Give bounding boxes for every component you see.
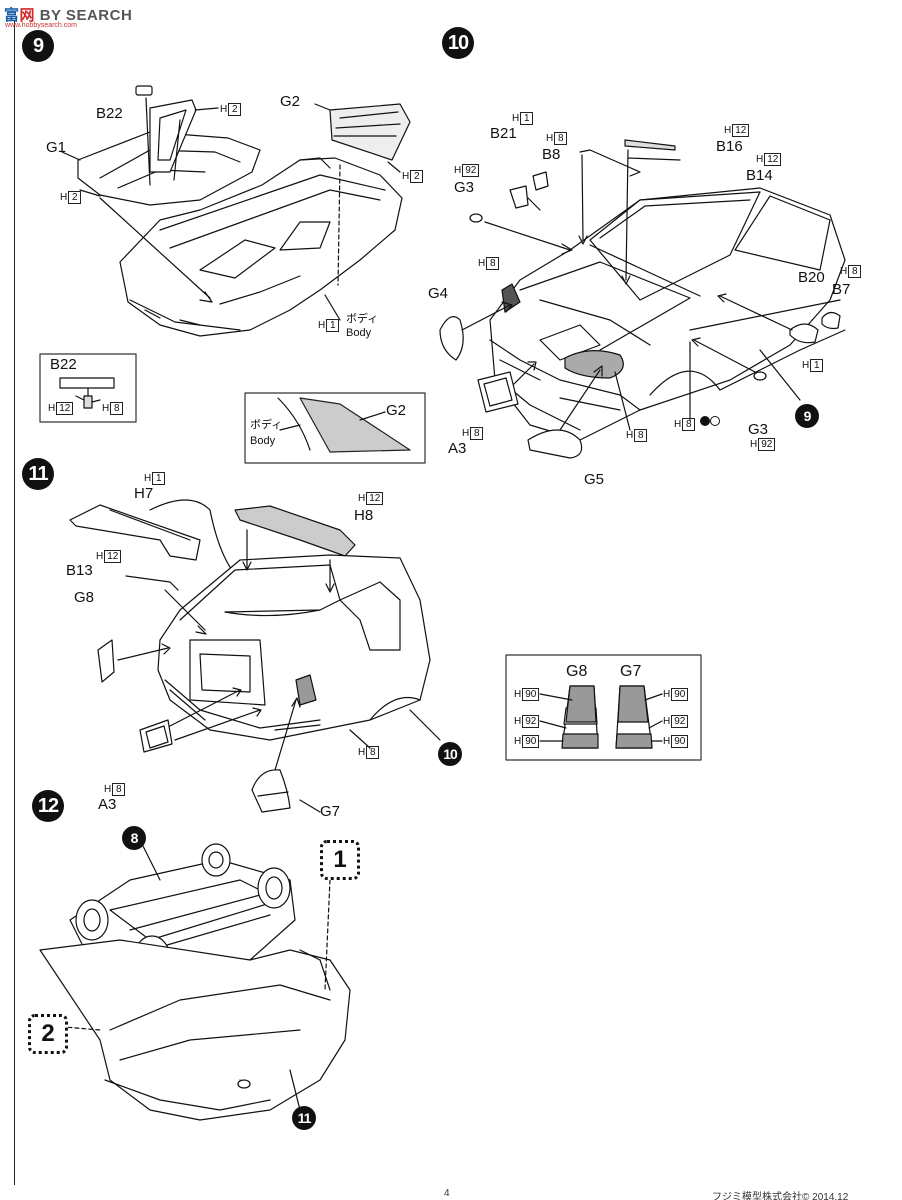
- label-h7: H7: [134, 485, 154, 502]
- ref-box-1: 1: [320, 840, 360, 880]
- label-b14: B14: [746, 167, 773, 184]
- watermark-text: BY SEARCH: [39, 7, 133, 24]
- label-g8: G8: [74, 589, 95, 606]
- step-9-marker: 9: [22, 30, 54, 62]
- copyright: フジミ模型株式会社© 2014.12: [712, 1192, 849, 1200]
- step-10-marker: 10: [442, 27, 474, 59]
- paint-dot-icon: [700, 416, 710, 426]
- paint-circle-icon: [710, 416, 720, 426]
- label-body-jp: ボディ: [346, 313, 379, 325]
- label-a3: A3: [448, 440, 467, 457]
- label-g2: G2: [280, 93, 301, 110]
- inset-b22-title: B22: [50, 356, 77, 373]
- watermark-url: www.hobbysearch.com: [5, 22, 77, 29]
- label-b8: B8: [542, 146, 561, 163]
- step11-drawing: [69, 499, 441, 813]
- ref-step-9: 9: [795, 404, 819, 428]
- watermark: 富网 BY SEARCH: [4, 4, 132, 25]
- inset-lamps-g8: G8: [566, 663, 588, 680]
- ref-step-11: 11: [292, 1106, 316, 1130]
- inset-b22-drawing: [39, 353, 137, 423]
- step12-drawing: [39, 839, 351, 1121]
- step-11-marker: 11: [22, 458, 54, 490]
- label-g7: G7: [320, 803, 341, 820]
- label-b20: B20: [798, 269, 825, 286]
- label-g1: G1: [46, 139, 67, 156]
- step9-drawing: [61, 85, 411, 337]
- inset-lamps-g7: G7: [620, 663, 642, 680]
- step-12-marker: 12: [32, 790, 64, 822]
- label-h8: H8: [354, 507, 374, 524]
- inset-g2-body-jp: ボディ: [250, 419, 283, 431]
- page-border: [14, 20, 15, 1185]
- label-g3-side: G3: [748, 421, 769, 438]
- ref-step-10: 10: [438, 742, 462, 766]
- inset-g2-label: G2: [386, 402, 407, 419]
- label-b21: B21: [490, 125, 517, 142]
- label-b7: B7: [832, 281, 851, 298]
- ref-step-8: 8: [122, 826, 146, 850]
- page-number: 4: [444, 1188, 450, 1199]
- label-g4: G4: [428, 285, 449, 302]
- label-b22: B22: [96, 105, 123, 122]
- ref-box-2: 2: [28, 1014, 68, 1054]
- label-a3-rear: A3: [98, 796, 117, 813]
- label-body-en: Body: [346, 327, 372, 339]
- label-b16: B16: [716, 138, 743, 155]
- inset-g2-drawing: [244, 392, 426, 464]
- step10-drawing: [439, 139, 846, 459]
- label-g3: G3: [454, 179, 475, 196]
- inset-g2-body-en: Body: [250, 435, 276, 447]
- label-b13: B13: [66, 562, 93, 579]
- label-g5: G5: [584, 471, 605, 488]
- watermark-char-b: 网: [19, 7, 36, 24]
- watermark-char-a: 富: [4, 7, 20, 24]
